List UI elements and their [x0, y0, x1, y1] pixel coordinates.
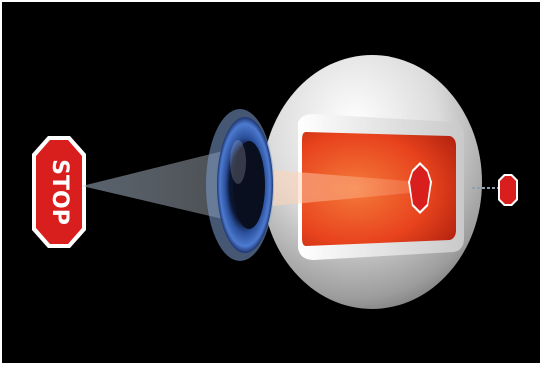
stop-sign-label: STOP	[47, 159, 72, 225]
incoming-light-rays	[82, 150, 227, 220]
cornea-iris	[206, 109, 274, 261]
eyeball	[262, 55, 482, 309]
stop-sign-object: STOP	[32, 136, 86, 248]
focused-image	[498, 174, 518, 206]
